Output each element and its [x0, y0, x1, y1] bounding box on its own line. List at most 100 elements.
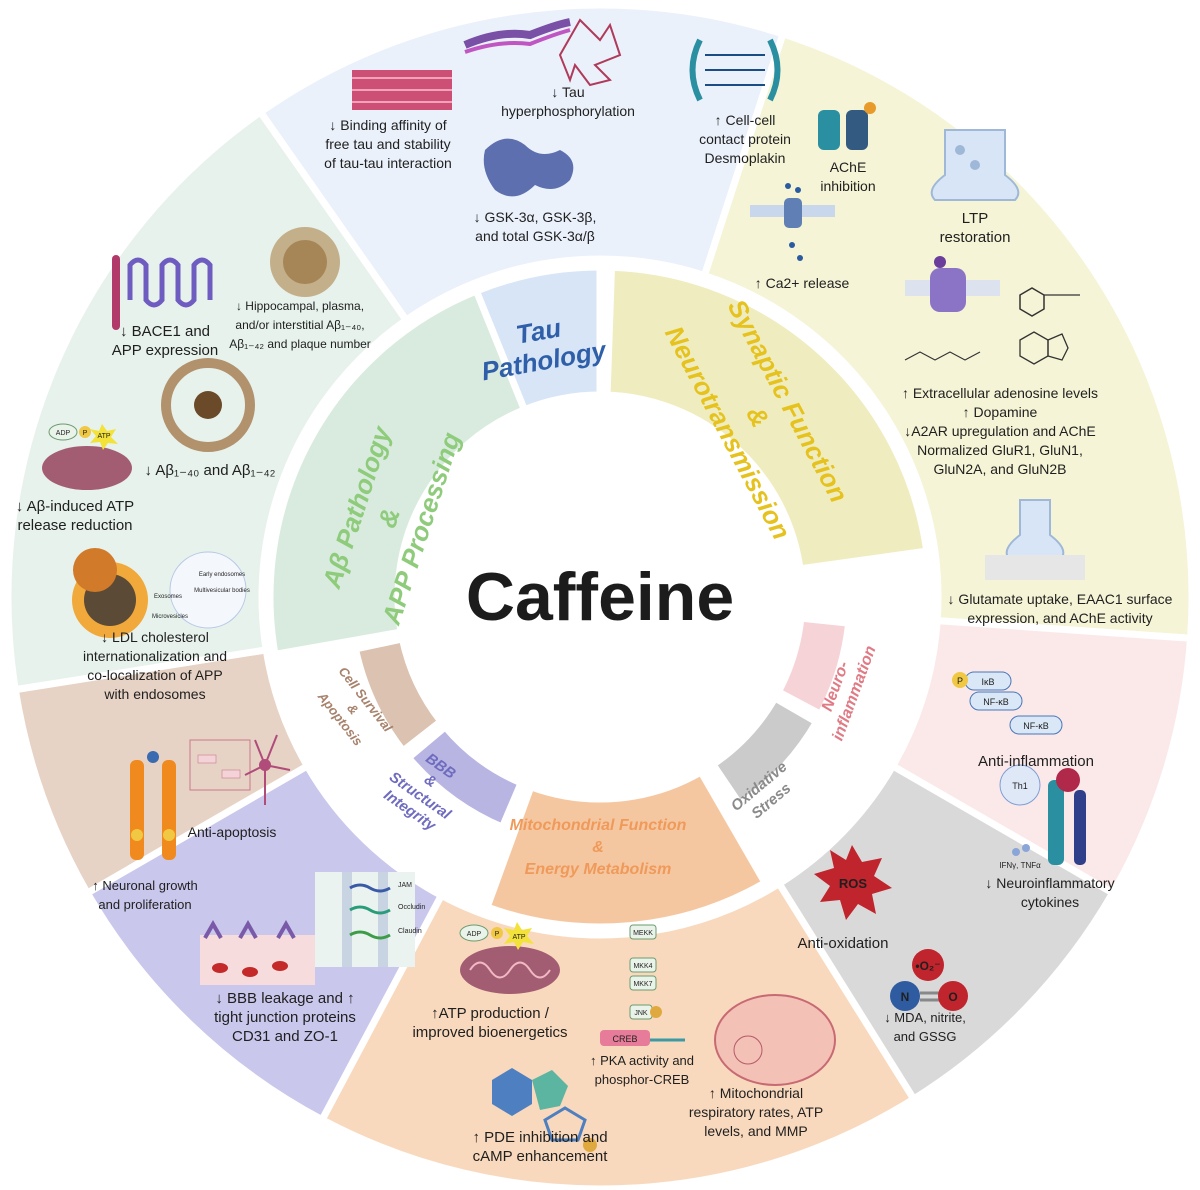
mitochondrion-abeta-icon — [42, 423, 132, 490]
neuroinflammation-anti-text: Anti-inflammation — [978, 753, 1094, 770]
acetylcholine-structure-icon — [904, 351, 981, 361]
category-mitochondrial-function: Mitochondrial Function&Energy Metabolism — [510, 817, 687, 878]
endosome-icon — [169, 551, 247, 629]
th1-cell-icon — [999, 764, 1041, 856]
oxidative-anti-text: Anti-oxidation — [798, 935, 889, 952]
ltp-synapse-icon — [930, 129, 1020, 201]
microvesicle-label: Microvesicles — [152, 614, 188, 620]
nitric-oxide-molecule-icon — [890, 981, 968, 1011]
multivesicular-label: Multivesicular bodies — [194, 588, 250, 594]
kinase-cascade-icon — [600, 924, 685, 1046]
category-bbb-structural-integrity: BBB&StructuralIntegrity — [376, 739, 475, 838]
sector-inner-synaptic — [603, 263, 931, 573]
amyloid-fibril-icon — [161, 358, 255, 452]
tau-fibril-icon — [352, 70, 452, 110]
tau-tangle-icon — [558, 18, 622, 87]
nfkb-complex-icon — [952, 671, 1063, 735]
mitochondrion-icon — [460, 946, 560, 994]
dopamine-structure-icon — [1019, 287, 1080, 317]
phosphate-label: P — [83, 430, 88, 437]
sector-inner-cell_survival — [351, 634, 446, 756]
sector-inner-tau — [471, 263, 604, 415]
cell-anti-apoptosis-text: Anti-apoptosis — [188, 824, 277, 840]
receptor-tyrosine-kinase-icon — [130, 751, 176, 860]
ache-channel-icon — [818, 102, 876, 150]
superoxide-label: •O₂⁻ — [915, 959, 940, 973]
neuron-icon — [244, 734, 291, 805]
center-title: Caffeine — [466, 559, 734, 635]
claudin-label: Claudin — [398, 928, 422, 935]
bace1-transmembrane-icon — [112, 255, 213, 330]
apoptosis-pathway-icon — [189, 739, 251, 791]
phosphate-label: P — [495, 931, 500, 938]
calcium-channel-icon — [750, 183, 835, 261]
exosome-label: Exosomes — [154, 594, 182, 600]
creb-label: CREB — [612, 1034, 637, 1044]
tau-strand-icon — [463, 18, 571, 54]
atp-reaction-icon — [459, 922, 534, 950]
gsk3-protein-icon — [483, 138, 574, 197]
adp-label: ADP — [467, 931, 482, 938]
synaptic-adenosine-text: ↑ Extracellular adenosine levels↑ Dopami… — [902, 385, 1098, 477]
sector-inner-neuroinflammation — [773, 614, 853, 720]
abeta-levels-text: ↓ Aβ₁₋₄₀ and Aβ₁₋₄₂ — [145, 462, 276, 479]
bbb-leakage-text: ↓ BBB leakage and ↑tight junction protei… — [214, 990, 356, 1045]
synaptic-calcium-text: ↑ Ca2+ release — [755, 275, 850, 291]
pde-cAMP-structure-icon — [492, 1068, 597, 1152]
mekk-label: MEKK — [633, 930, 653, 937]
adp-label: ADP — [56, 430, 71, 437]
ldl-particle-icon — [72, 548, 148, 638]
mito-atp-text: ↑ATP production /improved bioenergetics — [412, 1005, 567, 1041]
ikb-label: IκB — [981, 677, 994, 687]
phosphate-label: P — [957, 676, 963, 686]
abeta-hippocampal-text: ↓ Hippocampal, plasma,and/or interstitia… — [229, 299, 371, 351]
ros-burst-icon — [814, 845, 892, 920]
nitrogen-label: N — [901, 990, 910, 1004]
sector-inner-abeta — [266, 286, 529, 659]
jnk-label: JNK — [634, 1010, 648, 1017]
adenosine-receptor-icon — [905, 256, 1000, 312]
desmoplakin-icon — [689, 38, 781, 102]
atp-label: ATP — [97, 433, 110, 440]
blood-vessel-icon — [200, 919, 315, 985]
ros-label: ROS — [839, 876, 868, 891]
sector-inner-mitochondrial — [482, 767, 770, 931]
glutamate-synapse-icon — [985, 499, 1085, 580]
mkk4-label: MKK4 — [633, 963, 652, 970]
tight-junction-icon — [315, 872, 415, 967]
center-hub — [412, 409, 788, 785]
th1-label: Th1 — [1012, 781, 1028, 791]
ifn-tnf-label: IFNγ, TNFα — [999, 861, 1041, 870]
amyloid-plaque-icon — [270, 227, 340, 297]
sector-inner-bbb — [403, 721, 526, 832]
superoxide-icon — [912, 949, 944, 981]
jam-label: JAM — [398, 882, 412, 889]
atp-label: ATP — [512, 934, 525, 941]
oxygen-label: O — [948, 990, 957, 1004]
tau-gsk3-text: ↓ GSK-3α, GSK-3β,and total GSK-3α/β — [474, 209, 597, 244]
oxidative-mda-text: ↓ MDA, nitrite,and GSSG — [884, 1010, 966, 1044]
nfkb-label: NF-κB — [983, 697, 1009, 707]
early-endosome-label: Early endosomes — [199, 572, 245, 578]
mkk7-label: MKK7 — [633, 981, 652, 988]
nfkb-free-label: NF-κB — [1023, 721, 1049, 731]
occludin-label: Occludin — [398, 904, 425, 911]
cell-metabolism-icon — [714, 994, 836, 1086]
adenosine-structure-icon — [1019, 331, 1069, 365]
sector-inner-oxidative — [708, 693, 822, 810]
